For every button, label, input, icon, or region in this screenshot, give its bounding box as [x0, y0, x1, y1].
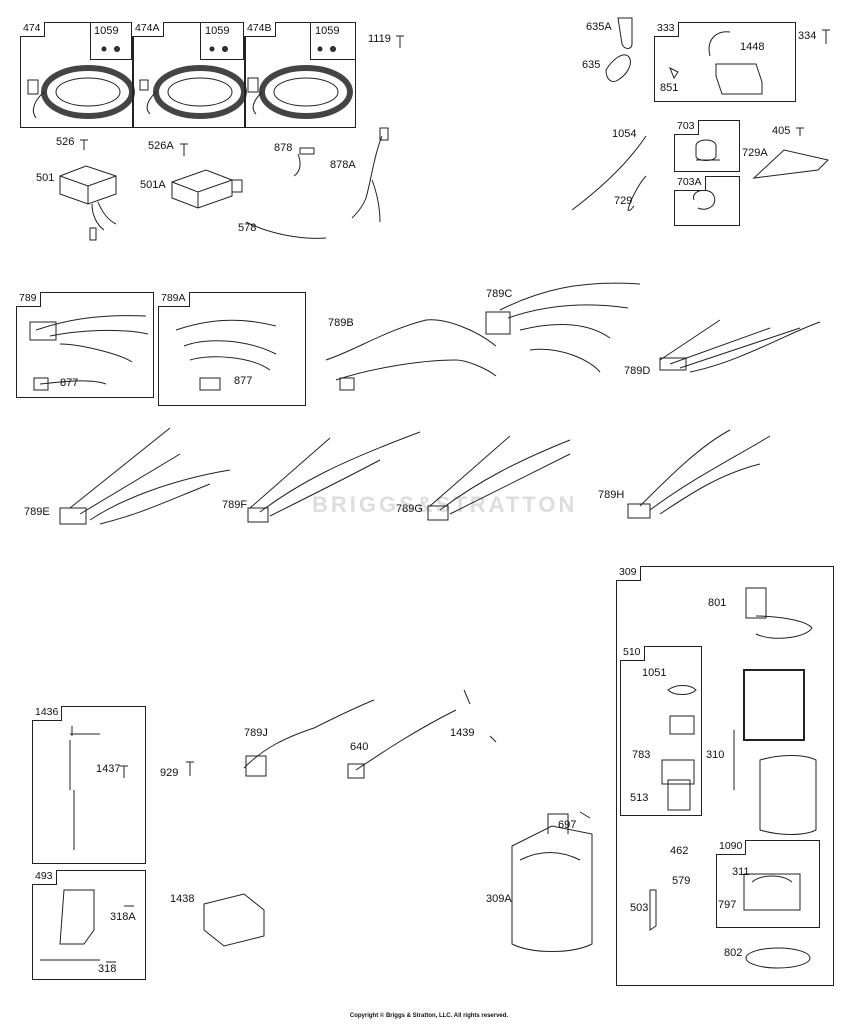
label-579: 579 [672, 875, 691, 887]
group-789A [158, 292, 306, 406]
label-801: 801 [708, 597, 727, 609]
ignition-333-drawing [669, 31, 763, 95]
label-783: 783 [632, 749, 651, 761]
label-334: 334 [798, 30, 817, 42]
label-309: 309 [616, 566, 641, 581]
label-493: 493 [32, 870, 57, 885]
label-703: 703 [674, 120, 699, 135]
label-309A: 309A [486, 893, 512, 905]
label-789C: 789C [486, 288, 513, 300]
label-1059-a: 1059 [94, 25, 119, 37]
label-789H: 789H [598, 489, 625, 501]
label-635A: 635A [586, 21, 612, 33]
tie-1054-drawing [571, 135, 647, 211]
copyright: Copyright © Briggs & Stratton, LLC. All … [349, 1013, 509, 1019]
label-578: 578 [238, 222, 257, 234]
label-1437: 1437 [96, 763, 121, 775]
group-474A-divider [132, 22, 134, 128]
label-789A: 789A [158, 292, 190, 307]
group-703 [674, 120, 740, 172]
label-1059-b: 1059 [205, 25, 230, 37]
label-729A: 729A [742, 147, 768, 159]
label-405: 405 [772, 125, 791, 137]
label-729: 729 [614, 195, 633, 207]
label-1059-c: 1059 [315, 25, 340, 37]
label-789: 789 [16, 292, 41, 307]
label-789D: 789D [624, 365, 651, 377]
group-309 [616, 566, 834, 986]
label-310: 310 [706, 749, 725, 761]
label-318A: 318A [110, 911, 136, 923]
label-510: 510 [620, 646, 645, 661]
group-1059-a [90, 22, 132, 60]
label-797: 797 [718, 899, 737, 911]
group-510 [620, 646, 702, 816]
label-501A: 501A [140, 179, 166, 191]
label-697: 697 [558, 819, 577, 831]
label-878: 878 [274, 142, 293, 154]
label-474: 474 [20, 22, 45, 37]
label-789J: 789J [244, 727, 268, 739]
group-789 [16, 292, 154, 398]
wire-578-drawing [245, 221, 327, 239]
label-333: 333 [654, 22, 679, 37]
module-501-drawing [59, 165, 117, 241]
group-1090 [716, 840, 820, 928]
group-474 [20, 22, 356, 128]
label-1436: 1436 [32, 706, 63, 721]
label-878A: 878A [330, 159, 356, 171]
group-474B-divider [244, 22, 246, 128]
screw-1119-drawing [396, 35, 404, 48]
label-474B: 474B [244, 22, 276, 37]
label-1051: 1051 [642, 667, 667, 679]
label-501: 501 [36, 172, 55, 184]
label-789E: 789E [24, 506, 50, 518]
label-311: 311 [732, 866, 750, 878]
label-526: 526 [56, 136, 75, 148]
label-877-a: 877 [60, 377, 79, 389]
label-851: 851 [660, 82, 679, 94]
label-1054: 1054 [612, 128, 637, 140]
label-877-b: 877 [234, 375, 253, 387]
group-703A [674, 176, 740, 226]
label-789F: 789F [222, 499, 248, 511]
label-1090: 1090 [716, 840, 747, 855]
regulator-501A-drawing [171, 169, 243, 209]
label-1439: 1439 [450, 727, 475, 739]
label-703A: 703A [674, 176, 706, 191]
screw-1059-drawings [101, 46, 336, 52]
stator-474B-drawing [247, 65, 353, 119]
label-929: 929 [160, 767, 179, 779]
group-333 [654, 22, 796, 102]
group-1059-b [200, 22, 244, 60]
label-474A: 474A [132, 22, 164, 37]
label-503: 503 [630, 902, 649, 914]
label-802: 802 [724, 947, 743, 959]
label-1438: 1438 [170, 893, 195, 905]
label-462: 462 [670, 845, 689, 857]
label-640: 640 [350, 741, 369, 753]
label-635: 635 [582, 59, 601, 71]
label-1448: 1448 [740, 41, 765, 53]
group-1436 [32, 706, 146, 864]
label-1119: 1119 [368, 33, 391, 45]
group-493 [32, 870, 146, 980]
group-1059-c [310, 22, 356, 60]
label-789G: 789G [396, 503, 423, 515]
label-789B: 789B [328, 317, 354, 329]
label-526A: 526A [148, 140, 174, 152]
watermark: BRIGGS&STRATTON [312, 492, 578, 517]
label-318: 318 [98, 963, 117, 975]
label-513: 513 [630, 792, 649, 804]
